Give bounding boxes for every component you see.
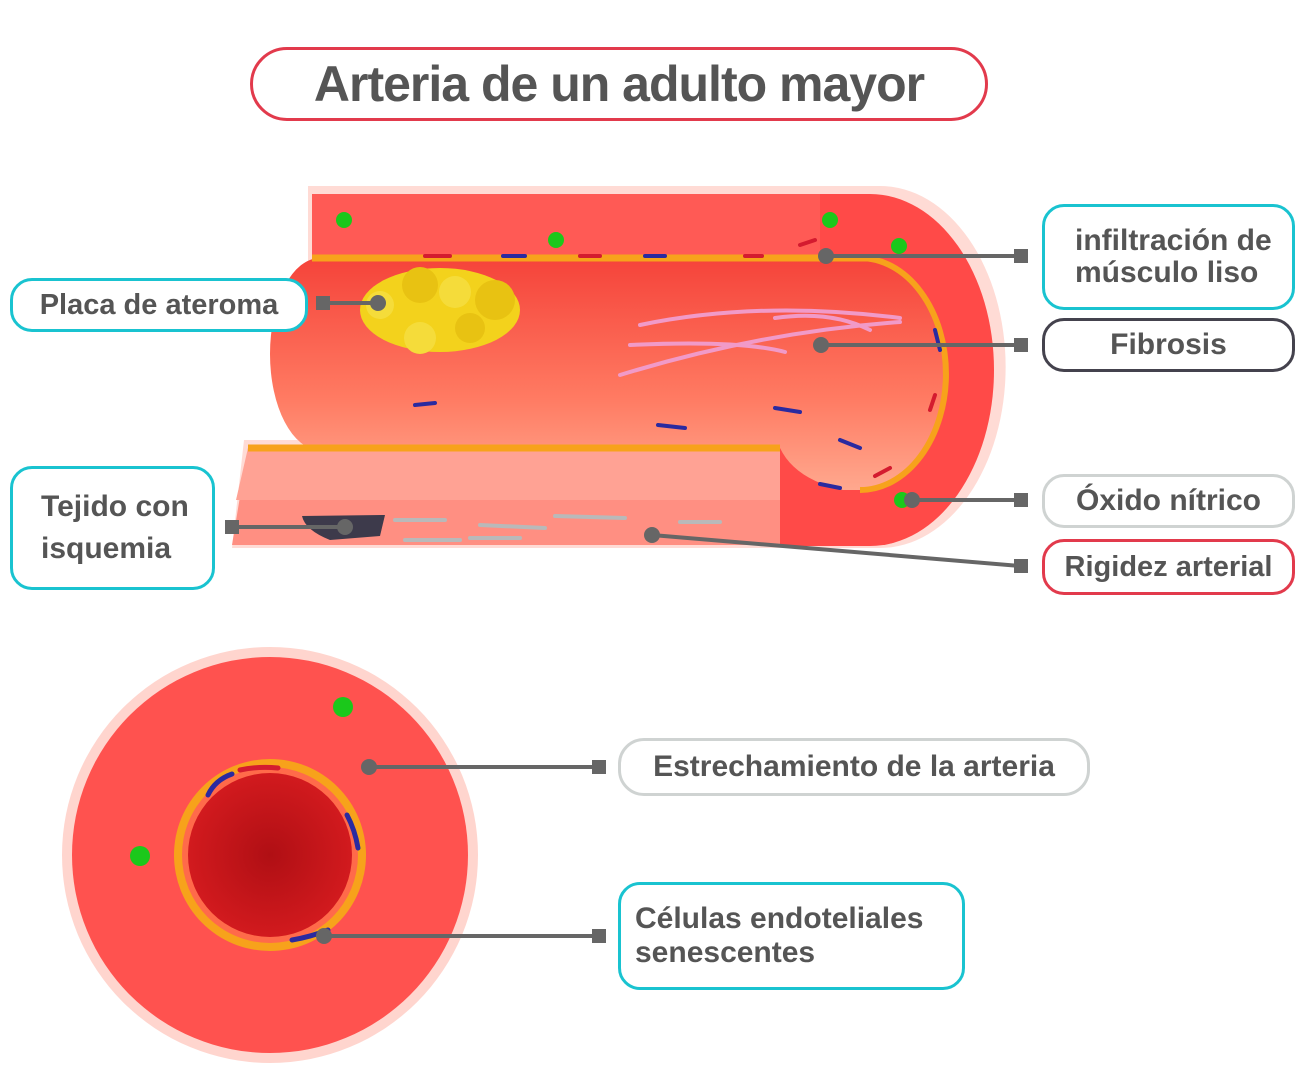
endothelial-cells-long [413, 254, 942, 490]
label-fibrosis: Fibrosis [1042, 318, 1295, 372]
artery-top-wall [312, 194, 870, 258]
label-estrechamiento-text: Estrechamiento de la arteria [653, 750, 1055, 783]
artery-cross-section [62, 647, 478, 1063]
atheroma-plaque [360, 267, 520, 354]
artery-longitudinal [232, 186, 1006, 548]
label-fibrosis-text: Fibrosis [1110, 328, 1227, 361]
artery-bottom-wall-top [236, 448, 780, 500]
senescent-cells-cross [237, 764, 281, 773]
label-tejido-isquemia: Tejido con isquemia [10, 466, 215, 590]
diagram-title: Arteria de un adulto mayor [250, 47, 988, 121]
label-placa-text: Placa de ateroma [39, 289, 279, 321]
nitric-oxide-dots-cross [130, 697, 353, 866]
fibrosis-fibers [618, 308, 902, 377]
label-oxido-nitrico: Óxido nítrico [1042, 474, 1295, 528]
leader-lines [225, 248, 1028, 944]
label-celulas-text: Células endoteliales senescentes [635, 902, 924, 969]
label-oxido-text: Óxido nítrico [1075, 484, 1261, 517]
label-estrechamiento: Estrechamiento de la arteria [618, 738, 1090, 796]
label-rigidez-arterial: Rigidez arterial [1042, 539, 1295, 595]
artery-inner-curve [859, 255, 949, 493]
cross-lumen [188, 773, 352, 937]
label-infiltracion-text: infiltración de músculo liso [1075, 224, 1272, 289]
label-placa-ateroma: Placa de ateroma [10, 278, 308, 332]
senescent-cells-long [423, 238, 937, 478]
label-infiltracion-musculo: infiltración de músculo liso [1042, 204, 1295, 310]
artery-ring-cut [780, 448, 880, 546]
label-rigidez-text: Rigidez arterial [1064, 551, 1273, 583]
label-tejido-text: Tejido con isquemia [41, 490, 189, 565]
label-celulas-endoteliales: Células endoteliales senescentes [618, 882, 965, 990]
